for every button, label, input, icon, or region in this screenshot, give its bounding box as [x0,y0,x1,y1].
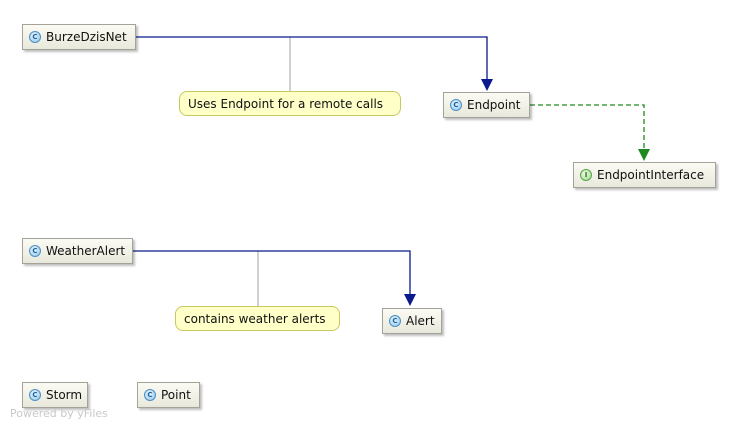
class-icon: C [389,315,401,327]
class-icon: C [29,245,41,257]
edge-endpoint-to-interface [530,104,645,150]
node-label: BurzeDzisNet [46,30,127,44]
node-storm[interactable]: C Storm [22,382,88,408]
node-label: Storm [46,388,83,402]
node-label: Point [161,388,191,402]
arrowhead-endpoint-to-interface [638,149,650,161]
node-label: EndpointInterface [597,168,705,182]
node-alert[interactable]: C Alert [382,308,442,334]
node-weatheralert[interactable]: C WeatherAlert [22,238,133,264]
arrowhead-weatheralert-to-alert [404,294,416,306]
node-endpoint[interactable]: C Endpoint [443,92,530,118]
node-burzedzisnet[interactable]: C BurzeDzisNet [22,24,136,50]
note-alert-contents: contains weather alerts [175,306,340,331]
powered-by-watermark: Powered by yFiles [10,407,108,420]
node-label: WeatherAlert [46,244,126,258]
node-endpointinterface[interactable]: I EndpointInterface [573,162,716,188]
class-icon: C [29,389,41,401]
node-point[interactable]: C Point [137,382,200,408]
note-endpoint-usage: Uses Endpoint for a remote calls [179,91,401,116]
node-label: Endpoint [467,98,521,112]
class-icon: C [29,31,41,43]
interface-icon: I [580,169,592,181]
edge-weatheralert-to-alert [133,250,411,295]
class-icon: C [144,389,156,401]
note-text: contains weather alerts [184,311,326,326]
node-label: Alert [406,314,435,328]
edge-burze-to-endpoint [136,36,488,80]
class-icon: C [450,99,462,111]
note-text: Uses Endpoint for a remote calls [188,96,384,111]
arrowhead-burze-to-endpoint [481,79,493,91]
